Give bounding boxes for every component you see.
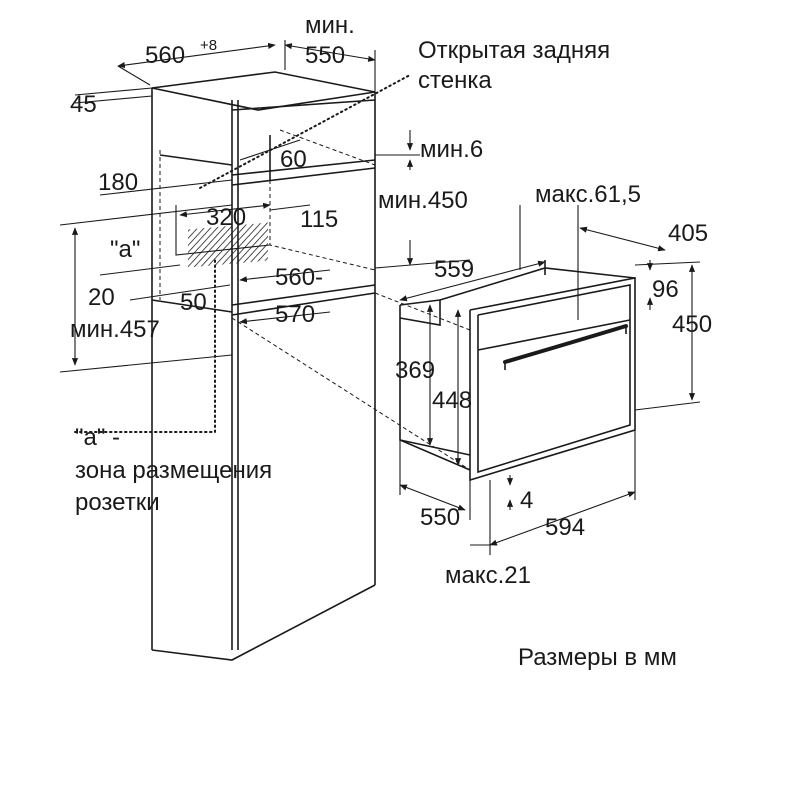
dim-559: 559 <box>434 256 474 283</box>
socket-zone <box>188 222 268 268</box>
dim-560: 560 <box>145 42 185 69</box>
dim-min-457: мин.457 <box>70 316 160 343</box>
socket-note-line-2: зона размещения <box>75 457 272 484</box>
dim-550-top: 550 <box>305 42 345 69</box>
dim-96: 96 <box>652 276 679 303</box>
dim-60: 60 <box>280 146 307 173</box>
back-wall-label-1: Открытая задняя <box>418 37 610 64</box>
dim-min-450: мин.450 <box>378 187 468 214</box>
dim-550-bottom: 550 <box>420 504 460 531</box>
dim-4: 4 <box>520 487 533 514</box>
dim-560-570-a: 560- <box>275 264 323 291</box>
dim-560-570-b: 570 <box>275 301 315 328</box>
dim-320: 320 <box>206 204 246 231</box>
dim-405: 405 <box>668 220 708 247</box>
units-note: Размеры в мм <box>518 644 677 671</box>
oven-unit <box>399 205 701 555</box>
dim-594: 594 <box>545 514 585 541</box>
dim-min-6: мин.6 <box>420 136 483 163</box>
dim-369: 369 <box>395 357 435 384</box>
dim-max-61-5: макс.61,5 <box>535 181 641 208</box>
dim-45: 45 <box>70 91 97 118</box>
socket-note-line-3: розетки <box>75 489 160 516</box>
dim-180: 180 <box>98 169 138 196</box>
dim-450: 450 <box>672 311 712 338</box>
dim-max-21: макс.21 <box>445 562 531 589</box>
socket-zone-marker: "a" <box>110 236 140 263</box>
tall-cabinet <box>59 40 471 661</box>
dim-448: 448 <box>432 387 472 414</box>
dim-115: 115 <box>300 206 338 233</box>
dim-50: 50 <box>180 289 207 316</box>
dim-560-tolerance: +8 <box>200 37 217 54</box>
socket-note-line-1: "a" - <box>75 424 120 451</box>
dim-min-label: мин. <box>305 12 355 39</box>
back-wall-label-2: стенка <box>418 67 492 94</box>
dim-20: 20 <box>88 284 115 311</box>
